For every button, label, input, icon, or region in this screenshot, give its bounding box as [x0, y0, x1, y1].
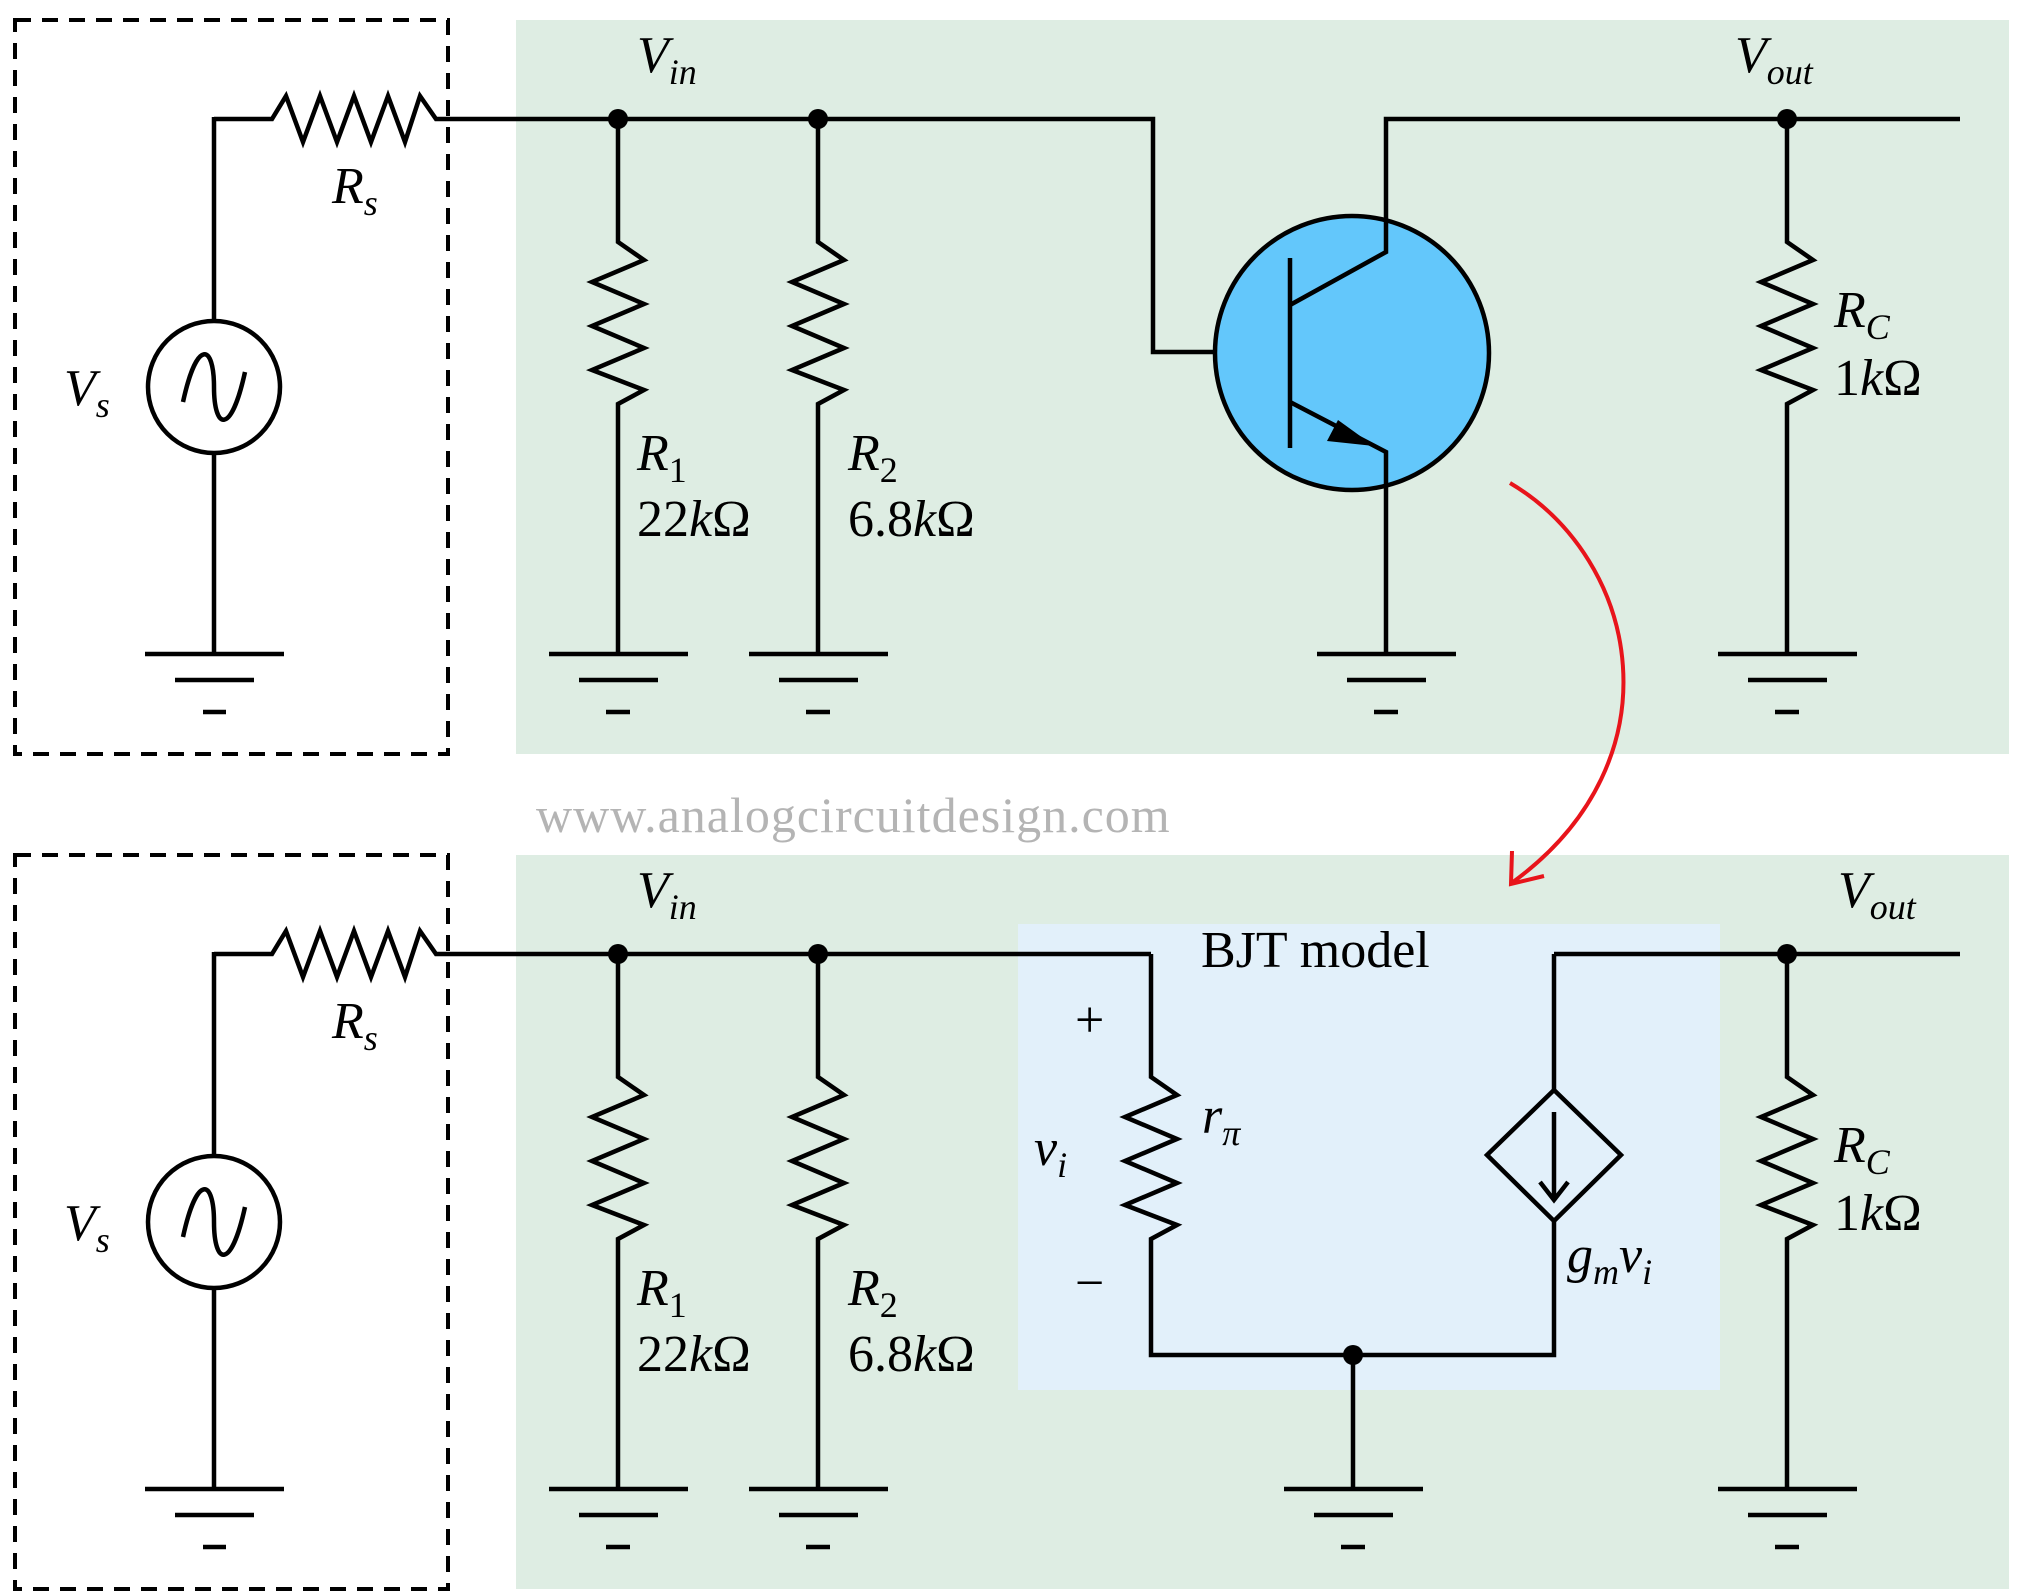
bottom-source-box	[13, 853, 450, 1591]
gm-vi-label: gmvi	[1567, 1227, 1652, 1292]
top-rc-ground-icon	[1718, 651, 1857, 715]
top-source-ground-icon	[145, 651, 284, 715]
bottom-vin-label: Vin	[637, 862, 697, 927]
bottom-vout-label: Vout	[1838, 862, 1917, 927]
top-vout-label: Vout	[1735, 27, 1814, 92]
model-ground-icon	[1284, 1486, 1423, 1550]
model-transform-arrow-icon	[1508, 481, 1626, 887]
bottom-r1-resistor-icon	[585, 954, 650, 1489]
bottom-vin-node-dot	[608, 944, 628, 964]
top-vout-node-dot	[1777, 109, 1797, 129]
vi-label: vi	[1034, 1120, 1067, 1185]
top-rs-label: Rs	[331, 158, 378, 223]
top-rc-label: RC	[1833, 282, 1891, 347]
bottom-r1-ground-icon	[549, 1486, 688, 1550]
top-r2-label: R2	[847, 425, 898, 490]
bottom-r1-value: 22kΩ	[637, 1326, 751, 1383]
r-pi-label: rπ	[1202, 1088, 1241, 1153]
top-npn-transistor-icon	[1212, 116, 1960, 654]
top-rc-resistor-icon	[1754, 119, 1819, 654]
top-r2-value: 6.8kΩ	[848, 491, 975, 548]
bjt-model-region	[1018, 924, 1720, 1390]
top-r1-resistor-icon	[585, 119, 650, 654]
bottom-rc-value: 1kΩ	[1834, 1185, 1922, 1242]
top-r1-ground-icon	[549, 651, 688, 715]
top-r2-ground-icon	[749, 651, 888, 715]
bottom-r2-ground-icon	[749, 1486, 888, 1550]
top-rs-resistor-icon	[214, 89, 1290, 355]
bottom-r2-node-dot	[808, 944, 828, 964]
bottom-source-ground-icon	[145, 1486, 284, 1550]
top-r2-resistor-icon	[785, 119, 850, 654]
bottom-ac-source-icon	[145, 952, 283, 1489]
bottom-circuit: Vs Rs Vin Vout R1 22kΩ R2 6.8kΩ RC 1kΩ B…	[64, 862, 1960, 1550]
top-emitter-ground-icon	[1317, 651, 1456, 715]
bottom-r2-resistor-icon	[785, 954, 850, 1489]
top-r1-label: R1	[636, 425, 687, 490]
top-ac-source-icon	[145, 117, 283, 654]
bottom-rc-resistor-icon	[1754, 954, 1819, 1489]
bottom-r2-value: 6.8kΩ	[848, 1326, 975, 1383]
top-vin-node-dot	[608, 109, 628, 129]
bottom-vs-label: Vs	[64, 1195, 110, 1260]
bottom-r1-label: R1	[636, 1260, 687, 1325]
watermark-text: www.analogcircuitdesign.com	[536, 787, 1171, 843]
bottom-rs-resistor-icon	[214, 924, 1151, 984]
top-rc-value: 1kΩ	[1834, 350, 1922, 407]
r-pi-resistor-icon	[1118, 954, 1557, 1358]
model-plus-sign: +	[1075, 992, 1104, 1049]
dependent-current-source-icon	[1483, 951, 1960, 1225]
top-vs-label: Vs	[64, 360, 110, 425]
top-r1-value: 22kΩ	[637, 491, 751, 548]
top-vin-label: Vin	[637, 27, 697, 92]
bottom-r2-label: R2	[847, 1260, 898, 1325]
model-minus-sign: −	[1075, 1255, 1104, 1312]
top-r2-node-dot	[808, 109, 828, 129]
bottom-rc-label: RC	[1833, 1117, 1891, 1182]
bjt-model-title: BJT model	[1201, 922, 1430, 979]
top-source-box	[13, 18, 450, 756]
bottom-rc-ground-icon	[1718, 1486, 1857, 1550]
bottom-rs-label: Rs	[331, 993, 378, 1058]
bottom-vout-node-dot	[1777, 944, 1797, 964]
top-circuit: Vs Rs Vin Vout R1 22kΩ R2 6.8kΩ RC 1kΩ	[64, 27, 1960, 715]
